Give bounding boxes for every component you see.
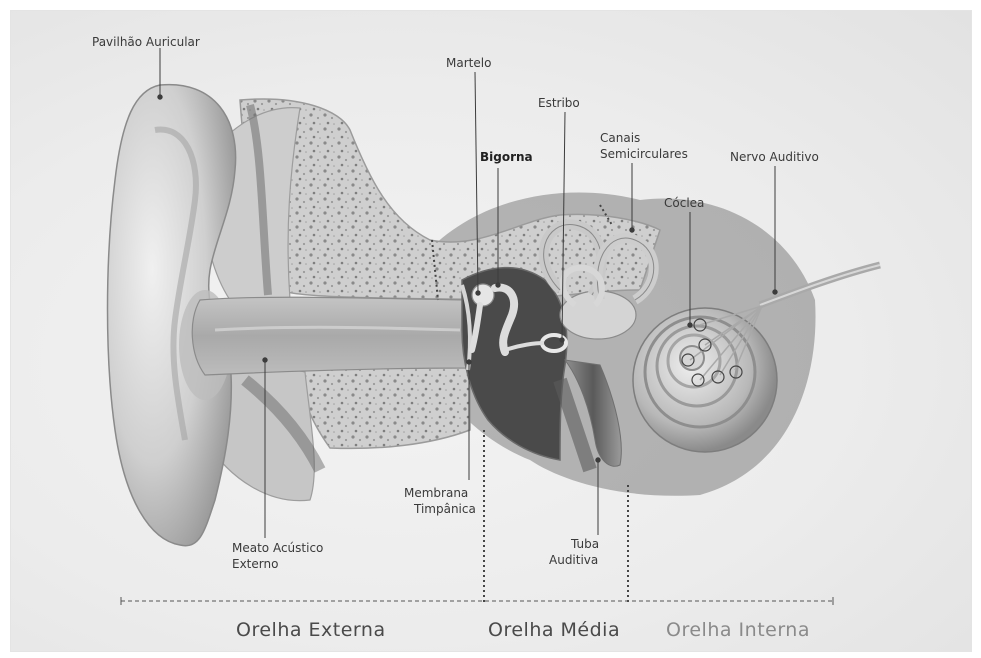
ear-canal (192, 297, 468, 375)
label-tuba-2: Auditiva (549, 553, 598, 568)
region-orelha-externa: Orelha Externa (236, 619, 386, 641)
cochlea (633, 308, 777, 452)
label-bigorna: Bigorna (480, 150, 533, 165)
label-nervo-auditivo: Nervo Auditivo (730, 150, 819, 165)
label-pavilhao-auricular: Pavilhão Auricular (92, 35, 200, 50)
region-orelha-media: Orelha Média (488, 619, 620, 641)
label-martelo: Martelo (446, 56, 491, 71)
region-orelha-interna: Orelha Interna (666, 619, 810, 641)
label-coclea: Cóclea (664, 196, 704, 211)
label-meato-2: Externo (232, 557, 278, 572)
label-membrana-1: Membrana (404, 486, 468, 501)
label-meato-1: Meato Acústico (232, 541, 323, 556)
label-membrana-2: Timpânica (414, 502, 476, 517)
malleus (472, 284, 494, 306)
label-estribo: Estribo (538, 96, 580, 111)
lower-bone (300, 363, 470, 448)
label-tuba-1: Tuba (571, 537, 599, 552)
label-canais-2: Semicirculares (600, 147, 688, 162)
label-canais-1: Canais (600, 131, 640, 146)
